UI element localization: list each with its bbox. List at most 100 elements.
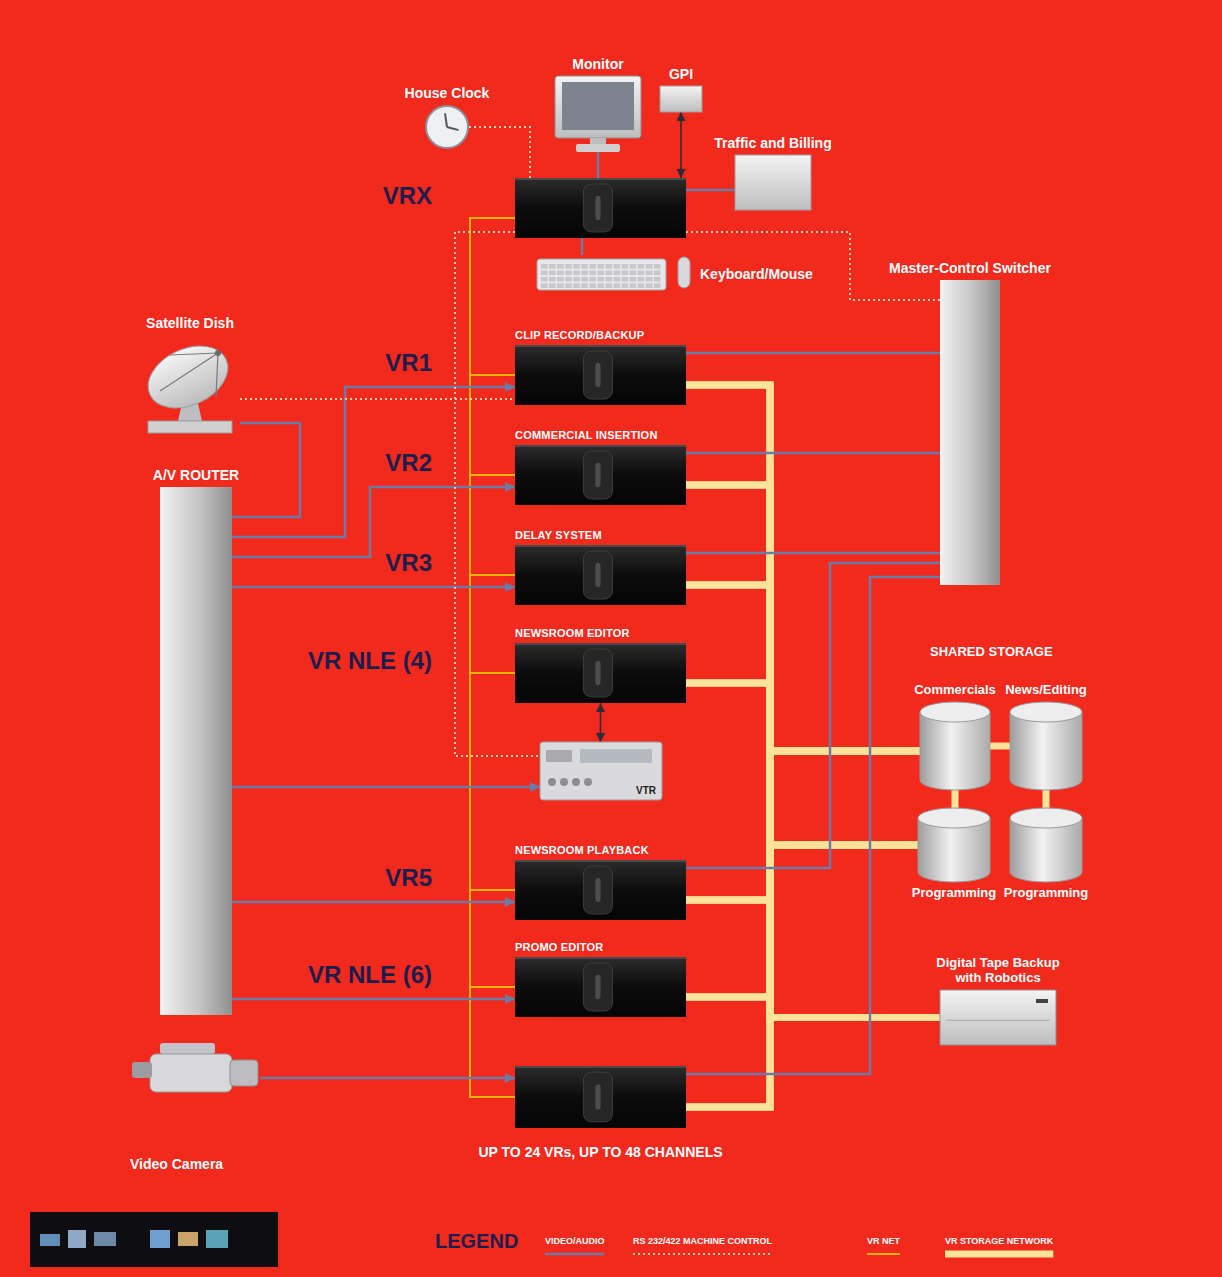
video-audio-line <box>232 423 300 517</box>
storage-network-line <box>686 585 918 845</box>
video-audio-line <box>260 1077 515 1080</box>
monitor-case <box>555 76 641 138</box>
key <box>589 264 596 269</box>
vr-net-line <box>470 218 515 987</box>
front-panel <box>583 451 612 499</box>
key <box>606 277 613 282</box>
legend-item: VIDEO/AUDIO <box>545 1236 605 1258</box>
key <box>654 277 661 282</box>
vr-net-line <box>470 218 515 475</box>
storage-network-line <box>686 385 940 1018</box>
key <box>565 284 572 289</box>
drive-slot <box>595 1085 600 1110</box>
cylinder-body <box>1010 712 1082 790</box>
monitor-neck <box>590 138 606 144</box>
dish-struts <box>160 353 218 397</box>
machine-control-line <box>469 127 530 178</box>
tape-cabinet <box>940 990 1056 1045</box>
thumbnail <box>150 1230 170 1248</box>
server-chassis <box>515 957 686 1017</box>
function-heading: DELAY SYSTEM <box>515 529 602 542</box>
key <box>549 277 556 282</box>
video-audio-line <box>686 189 735 192</box>
drive-slot <box>595 563 600 587</box>
node-label: News/Editing <box>1005 683 1087 698</box>
storage-network-line <box>990 743 1010 750</box>
vr-net-line <box>470 218 515 375</box>
legend-text: VIDEO/AUDIO <box>545 1236 605 1247</box>
server-shape <box>515 957 686 1017</box>
av-router: A/V ROUTER <box>160 487 232 1015</box>
camera-eyepiece <box>132 1062 152 1078</box>
node-label: A/V ROUTER <box>153 467 239 483</box>
storage-cylinder: Programming <box>1010 808 1082 882</box>
key <box>630 264 637 269</box>
storage-network-line <box>686 1018 940 1108</box>
keyboard-mouse: Keyboard/Mouse <box>537 255 692 292</box>
front-panel <box>583 184 612 232</box>
key <box>614 264 621 269</box>
front-panel <box>583 963 612 1011</box>
tape-slot <box>546 750 572 762</box>
rack-bar <box>160 487 232 1015</box>
key <box>597 264 604 269</box>
video-audio-line <box>597 152 600 178</box>
node-label: VR NLE (6) <box>308 961 432 989</box>
vtr-display <box>580 749 652 763</box>
key <box>638 271 645 276</box>
thumbnail-panel <box>30 1212 278 1267</box>
node-label: UP TO 24 VRs, UP TO 48 CHANNELS <box>478 1144 722 1160</box>
storage-network-line <box>686 683 920 751</box>
camera-body <box>150 1054 232 1092</box>
key <box>630 284 637 289</box>
legend-title: LEGEND <box>435 1230 518 1253</box>
key <box>581 271 588 276</box>
storage-network-line <box>1043 790 1050 808</box>
function-heading: NEWSROOM EDITOR <box>515 627 630 640</box>
key <box>581 284 588 289</box>
storage-network-line <box>686 751 920 1107</box>
key <box>622 264 629 269</box>
server-shape <box>515 1066 686 1128</box>
server-chassis <box>515 860 686 920</box>
monitor-base <box>576 144 620 152</box>
node-label: VR1 <box>385 349 432 377</box>
key <box>573 271 580 276</box>
video-audio-line <box>686 552 940 555</box>
node-label: House Clock <box>405 85 490 101</box>
machine-control-line <box>686 232 940 300</box>
function-heading: COMMERCIAL INSERTION <box>515 429 658 442</box>
storage-network-line <box>686 900 940 1018</box>
vr-net-line <box>470 218 515 1097</box>
key <box>654 271 661 276</box>
house-clock: House Clock <box>425 105 469 149</box>
monitor: Monitor <box>555 76 641 152</box>
thumbnail <box>206 1230 228 1248</box>
key <box>549 284 556 289</box>
storage-network-line <box>686 585 940 1018</box>
vr-net-line <box>470 218 515 890</box>
key <box>638 277 645 282</box>
server-chassis <box>515 1066 686 1128</box>
key <box>541 271 548 276</box>
traffic-billing-box: Traffic and Billing <box>735 155 811 210</box>
key <box>654 284 661 289</box>
video-audio-line <box>232 786 540 789</box>
node-label: Monitor <box>572 56 623 72</box>
key <box>606 271 613 276</box>
clock-shape <box>425 105 469 149</box>
key <box>597 271 604 276</box>
cylinder-body <box>1010 818 1082 882</box>
key <box>622 277 629 282</box>
node-label: VR5 <box>385 864 432 892</box>
video-audio-line <box>232 901 515 904</box>
key <box>622 284 629 289</box>
drive-slot <box>595 661 600 685</box>
storage-network-line <box>686 485 918 845</box>
key <box>581 264 588 269</box>
video-server: COMMERCIAL INSERTIONVR2 <box>515 445 686 505</box>
cylinder-body <box>920 712 990 790</box>
